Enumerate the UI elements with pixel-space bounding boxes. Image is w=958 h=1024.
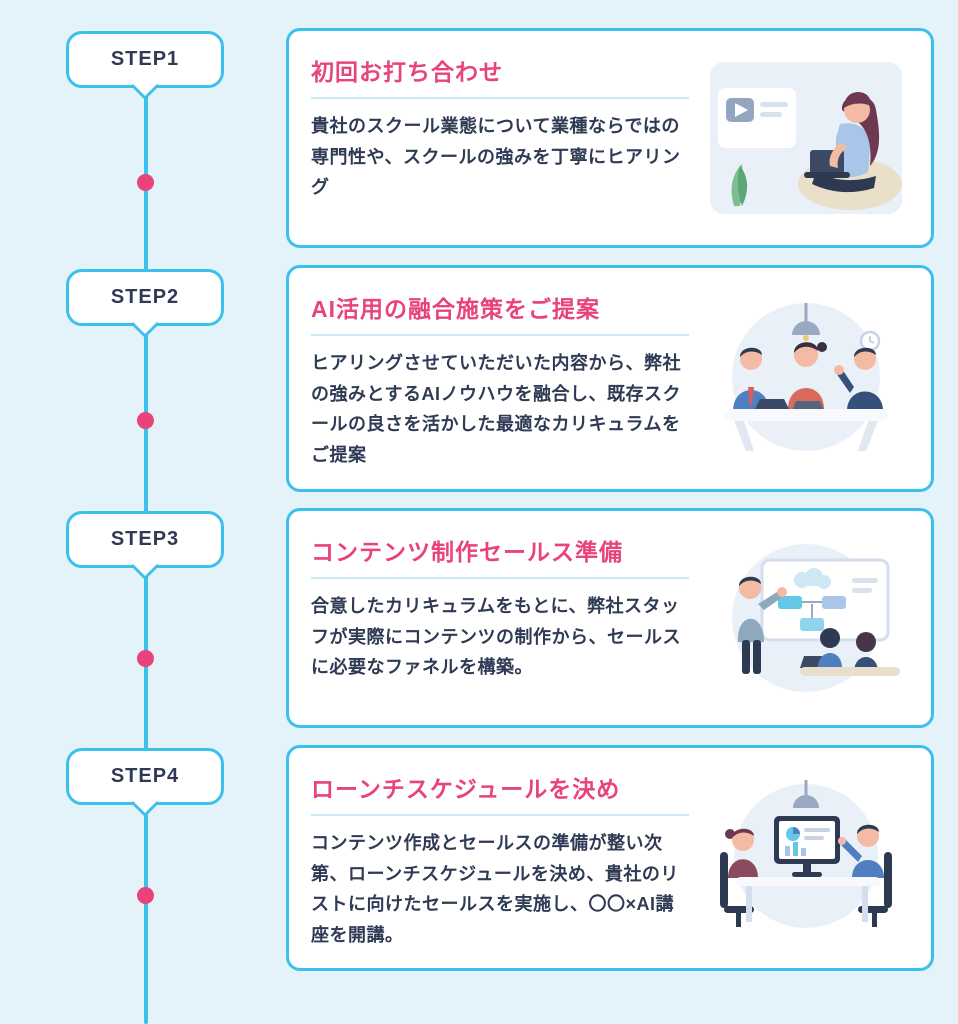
step-card-text: 初回お打ち合わせ 貴社のスクール業態について業種ならではの専門性や、スクールの強… bbox=[311, 49, 689, 227]
woman-with-laptop-illustration-icon bbox=[710, 62, 902, 214]
whiteboard-presentation-illustration-icon bbox=[732, 544, 900, 692]
timeline-dot-1 bbox=[137, 174, 154, 191]
illustration-hearing-session bbox=[699, 49, 913, 227]
timeline-dot-3 bbox=[137, 650, 154, 667]
title-divider bbox=[311, 97, 689, 99]
step-badge-label: STEP1 bbox=[110, 48, 180, 70]
step-title: 初回お打ち合わせ bbox=[311, 59, 503, 85]
step-badge-2: STEP2 bbox=[66, 269, 224, 326]
illustration-launch-planning bbox=[699, 766, 913, 950]
step-card-1: 初回お打ち合わせ 貴社のスクール業態について業種ならではの専門性や、スクールの強… bbox=[286, 28, 934, 248]
step-title: コンテンツ制作セールス準備 bbox=[311, 539, 623, 565]
title-divider bbox=[311, 577, 689, 579]
step-title: ローンチスケジュールを決め bbox=[311, 776, 621, 802]
step-badge-label: STEP4 bbox=[110, 765, 180, 787]
illustration-content-production bbox=[699, 529, 913, 707]
step-description: 合意したカリキュラムをもとに、弊社スタッフが実際にコンテンツの制作から、セールス… bbox=[311, 596, 681, 678]
step-badge-label: STEP2 bbox=[110, 286, 180, 308]
step-card-2: AI活用の融合施策をご提案 ヒアリングさせていただいた内容から、弊社の強みとする… bbox=[286, 265, 934, 492]
step-card-4: ローンチスケジュールを決め コンテンツ作成とセールスの準備が整い次第、ローンチス… bbox=[286, 745, 934, 972]
step-description: コンテンツ作成とセールスの準備が整い次第、ローンチスケジュールを決め、貴社のリス… bbox=[311, 833, 679, 945]
step-badge-4: STEP4 bbox=[66, 748, 224, 805]
timeline-dot-2 bbox=[137, 412, 154, 429]
title-divider bbox=[311, 814, 689, 816]
step-badge-label: STEP3 bbox=[110, 528, 180, 550]
step-description: 貴社のスクール業態について業種ならではの専門性や、スクールの強みを丁寧にヒアリン… bbox=[311, 116, 681, 198]
step-badge-1: STEP1 bbox=[66, 31, 224, 88]
step-card-text: AI活用の融合施策をご提案 ヒアリングさせていただいた内容から、弊社の強みとする… bbox=[311, 286, 689, 471]
step-card-3: コンテンツ制作セールス準備 合意したカリキュラムをもとに、弊社スタッフが実際にコ… bbox=[286, 508, 934, 728]
step-badge-3: STEP3 bbox=[66, 511, 224, 568]
timeline-dot-4 bbox=[137, 887, 154, 904]
monitor-discussion-illustration-icon bbox=[720, 780, 892, 929]
step-title: AI活用の融合施策をご提案 bbox=[311, 296, 600, 322]
team-meeting-illustration-icon bbox=[724, 302, 888, 451]
step-card-text: コンテンツ制作セールス準備 合意したカリキュラムをもとに、弊社スタッフが実際にコ… bbox=[311, 529, 689, 707]
step-card-text: ローンチスケジュールを決め コンテンツ作成とセールスの準備が整い次第、ローンチス… bbox=[311, 766, 689, 950]
illustration-team-meeting bbox=[699, 286, 913, 471]
step-description: ヒアリングさせていただいた内容から、弊社の強みとするAIノウハウを融合し、既存ス… bbox=[311, 353, 681, 465]
title-divider bbox=[311, 334, 689, 336]
